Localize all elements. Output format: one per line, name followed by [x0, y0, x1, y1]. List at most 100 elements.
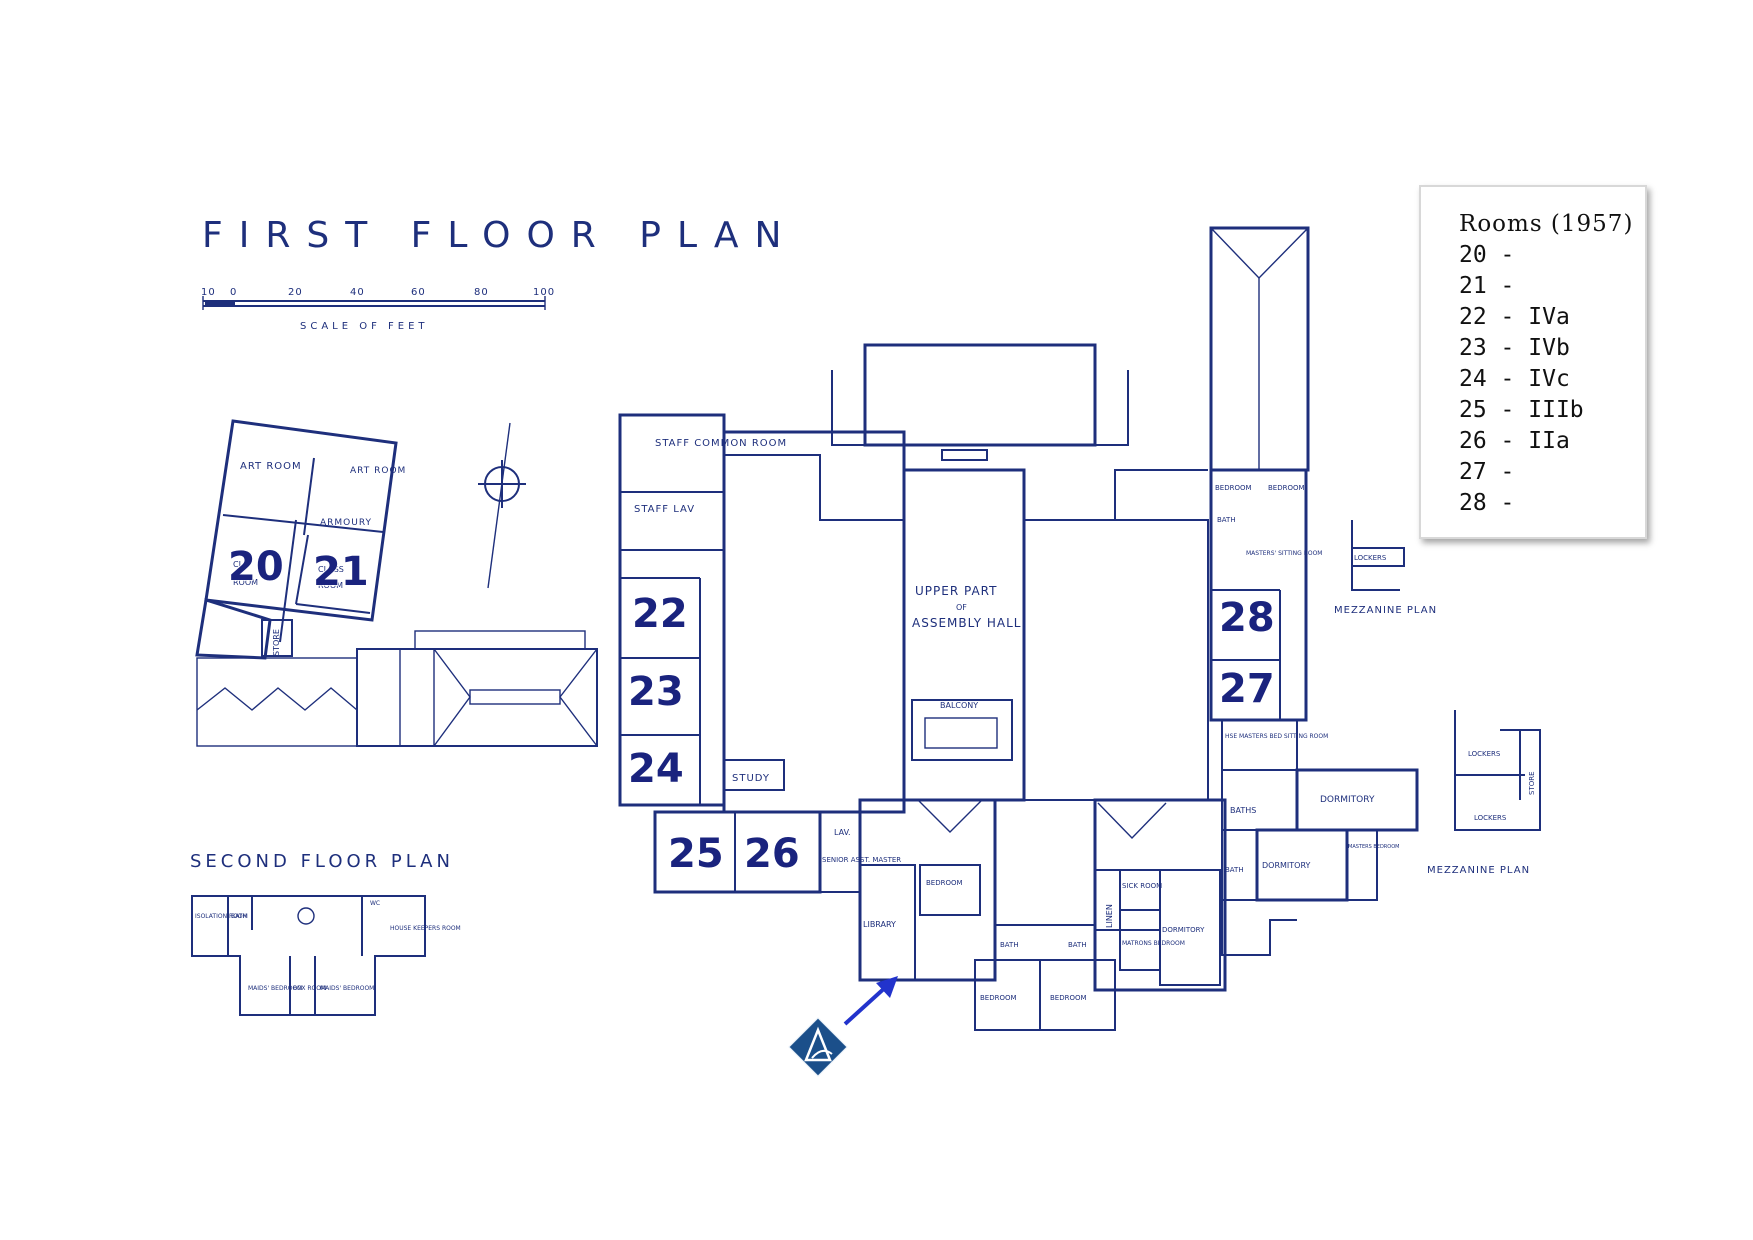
scale-tick: 80 [474, 287, 489, 298]
legend-row: 28 - [1459, 490, 1529, 516]
legend-number: 22 [1459, 304, 1487, 330]
room-label: MASTERS' SITTING ROOM [1246, 550, 1323, 557]
legend-number: 25 [1459, 397, 1487, 423]
room-label: SENIOR ASST. MASTER [822, 856, 901, 864]
room-number-24: 24 [628, 746, 684, 792]
room-label: BEDROOM [1215, 484, 1252, 492]
legend-name: IIa [1528, 428, 1570, 454]
mezzanine-plan-1: LOCKERS MEZZANINE PLAN [1334, 520, 1437, 616]
legend-row: 24 - IVc [1459, 366, 1570, 392]
room-label: ART ROOM [350, 466, 406, 476]
room-label: BATH [1068, 941, 1087, 949]
room-number-25: 25 [668, 831, 724, 877]
legend-name: IIIb [1528, 397, 1584, 423]
room-label: ARMOURY [320, 518, 372, 528]
room-label: MATRONS BEDROOM [1122, 940, 1185, 947]
room-label: DORMITORY [1262, 861, 1311, 870]
scale-bar: 10 0 20 40 60 80 100 SCALE OF FEET [201, 287, 555, 332]
central-block: STAFF COMMON ROOM STAFF LAV UPPER PART O… [618, 343, 1227, 1031]
room-label: BALCONY [940, 701, 978, 710]
room-label: HSE MASTERS BED SITTING ROOM [1225, 733, 1328, 740]
room-label: BEDROOM [1050, 994, 1087, 1002]
room-label: DORMITORY [1320, 795, 1375, 805]
room-label: LOCKERS [1474, 814, 1507, 822]
room-label: ART ROOM [240, 461, 302, 472]
legend-row: 20 - [1459, 242, 1529, 268]
legend-row: 22 - IVa [1459, 304, 1570, 330]
room-label: BATHS [1230, 806, 1256, 815]
room-label: OF [956, 603, 967, 612]
legend-number: 23 [1459, 335, 1487, 361]
room-label: BATH [231, 913, 247, 920]
room-number-23: 23 [628, 669, 684, 715]
mezzanine-label: MEZZANINE PLAN [1334, 605, 1437, 616]
room-label: BATH [1225, 866, 1244, 874]
legend-row: 27 - [1459, 459, 1529, 485]
west-wing: ART ROOM ART ROOM ARMOURY STORE CL ROOM … [195, 419, 598, 747]
room-label: STORE [272, 629, 281, 656]
legend-number: 21 [1459, 273, 1487, 299]
room-label: DORMITORY [1162, 926, 1205, 934]
room-number-22: 22 [632, 591, 688, 637]
scale-tick: 60 [411, 287, 426, 298]
room-number-overlays: 20 21 22 23 24 25 26 27 28 [227, 543, 1275, 878]
room-number-27: 27 [1219, 666, 1275, 712]
room-label: LAV. [834, 828, 851, 837]
legend-name: IVc [1528, 366, 1570, 392]
scale-tick: 0 [230, 287, 237, 298]
room-label: STAFF COMMON ROOM [655, 438, 787, 449]
room-label: STORE [1528, 771, 1536, 795]
legend-number: 20 [1459, 242, 1487, 268]
room-label: WC [370, 900, 380, 907]
legend-row: 23 - IVb [1459, 335, 1570, 361]
room-label: BEDROOM [1268, 484, 1305, 492]
room-number-21: 21 [313, 549, 369, 595]
room-label: HOUSE KEEPERS ROOM [390, 925, 461, 932]
rooms-legend: Rooms (1957) 20 - 21 - 22 - IVa 23 - IVb… [1419, 185, 1647, 539]
east-wing: BEDROOM BEDROOM BATH MASTERS' SITTING RO… [1209, 226, 1419, 956]
legend-row: 25 - IIIb [1459, 397, 1584, 423]
room-label: BEDROOM [980, 994, 1017, 1002]
room-label: BATH [1217, 516, 1236, 524]
room-label: MAIDS' BEDROOM [248, 985, 302, 992]
room-label: STAFF LAV [634, 504, 695, 515]
legend-title: Rooms (1957) [1459, 211, 1634, 237]
legend-number: 28 [1459, 490, 1487, 516]
room-number-28: 28 [1219, 595, 1275, 641]
second-floor-title: SECOND FLOOR PLAN [190, 851, 454, 872]
room-label-fragment: CL [233, 560, 244, 569]
scale-tick: 20 [288, 287, 303, 298]
room-label: ISOLATION ROOM [195, 913, 248, 920]
room-label: BEDROOM [926, 879, 963, 887]
mezzanine-label: MEZZANINE PLAN [1427, 865, 1530, 876]
room-label: BOX ROOM [293, 985, 326, 992]
room-label: LINEN [1105, 904, 1114, 928]
room-label: LOCKERS [1354, 554, 1387, 562]
room-label: LIBRARY [863, 920, 896, 929]
room-number-26: 26 [744, 831, 800, 877]
scale-label: SCALE OF FEET [300, 321, 429, 332]
room-label: BATH [1000, 941, 1019, 949]
scale-tick: 100 [533, 287, 555, 298]
scale-tick: 40 [350, 287, 365, 298]
room-label: STUDY [732, 773, 770, 784]
legend-name: IVb [1528, 335, 1570, 361]
room-label-fragment: ROOM [233, 578, 258, 587]
room-label: UPPER PART [915, 584, 997, 598]
scale-tick: 10 [201, 287, 216, 298]
room-label: MAIDS' BEDROOM [320, 985, 374, 992]
legend-name: IVa [1528, 304, 1570, 330]
legend-number: 27 [1459, 459, 1487, 485]
legend-row: 21 - [1459, 273, 1529, 299]
plan-title: FIRST FLOOR PLAN [202, 215, 797, 256]
mezzanine-plan-2: LOCKERS STORE LOCKERS MEZZANINE PLAN [1427, 710, 1541, 876]
logo-icon [788, 1017, 848, 1077]
legend-number: 24 [1459, 366, 1487, 392]
legend-row: 26 - IIa [1459, 428, 1570, 454]
room-label-fragment: ROOM [318, 581, 343, 590]
room-label: SICK ROOM [1122, 882, 1162, 890]
room-label: ASSEMBLY HALL [912, 616, 1021, 630]
room-label: MASTERS BEDROOM [1348, 844, 1399, 850]
room-label: LOCKERS [1468, 750, 1501, 758]
room-label-fragment: CLASS [318, 565, 344, 574]
